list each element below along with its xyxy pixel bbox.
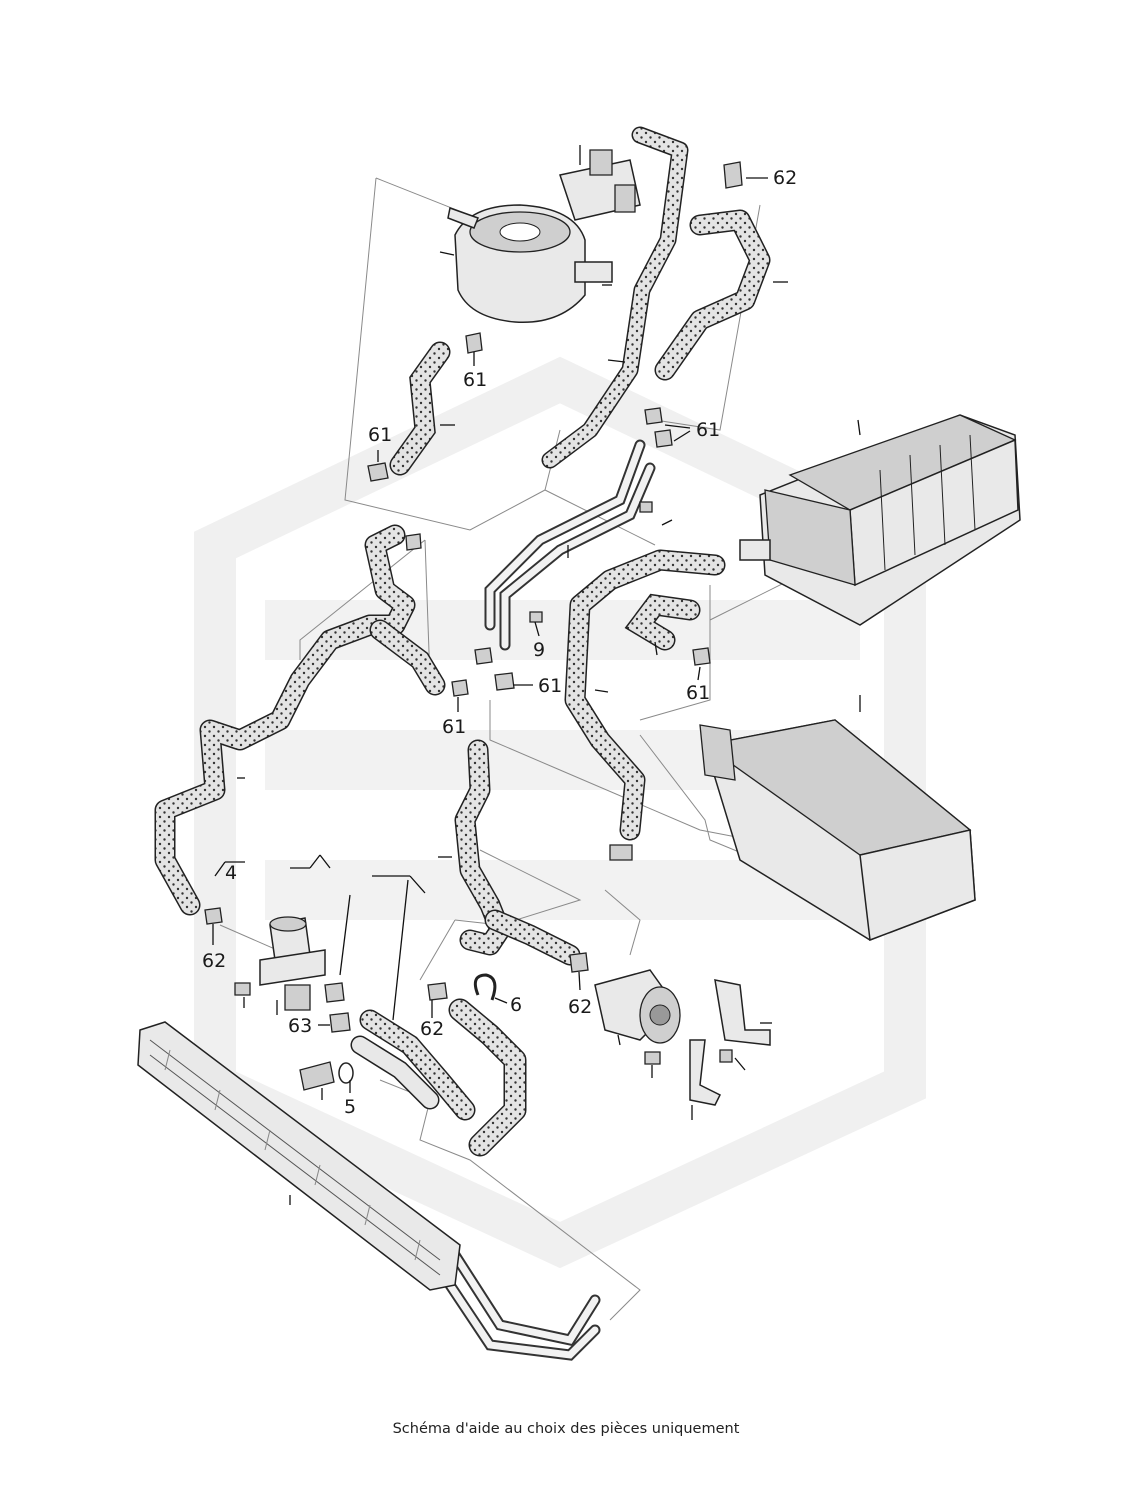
mounting-bracket	[689, 979, 771, 1106]
callout-62-pump: 62	[568, 996, 592, 1018]
coolant-pump	[594, 969, 681, 1044]
hoses	[154, 126, 771, 1157]
callout-63: 63	[288, 1015, 312, 1037]
callout-61-left: 61	[368, 424, 392, 446]
small-parts	[204, 161, 743, 1091]
metal-pipes	[444, 439, 656, 1361]
valve-block-top	[559, 149, 641, 221]
expansion-tank	[447, 204, 613, 324]
callout-9: 9	[533, 639, 545, 661]
radiator	[137, 1021, 461, 1291]
callout-61-right: 61	[686, 682, 710, 704]
callout-62-center: 62	[420, 1018, 444, 1040]
callout-6: 6	[510, 994, 522, 1016]
callout-62-top: 62	[773, 167, 797, 189]
callout-62-left: 62	[202, 950, 226, 972]
callout-5: 5	[344, 1096, 356, 1118]
control-unit	[699, 719, 976, 942]
diagram-caption: Schéma d'aide au choix des pièces unique…	[392, 1421, 740, 1437]
shutoff-valve	[259, 916, 326, 1011]
callout-labels: 62 61 61 61 9 61 61 61 4 62 63 5 62 6 62	[202, 167, 797, 1118]
callout-61-tank: 61	[463, 369, 487, 391]
leader-lines	[212, 145, 861, 1205]
callout-61-left-mid: 61	[442, 716, 466, 738]
callout-61-mid-right: 61	[696, 419, 720, 441]
callout-61-center: 61	[538, 675, 562, 697]
callout-4: 4	[225, 862, 237, 884]
charger-module	[739, 414, 1021, 626]
